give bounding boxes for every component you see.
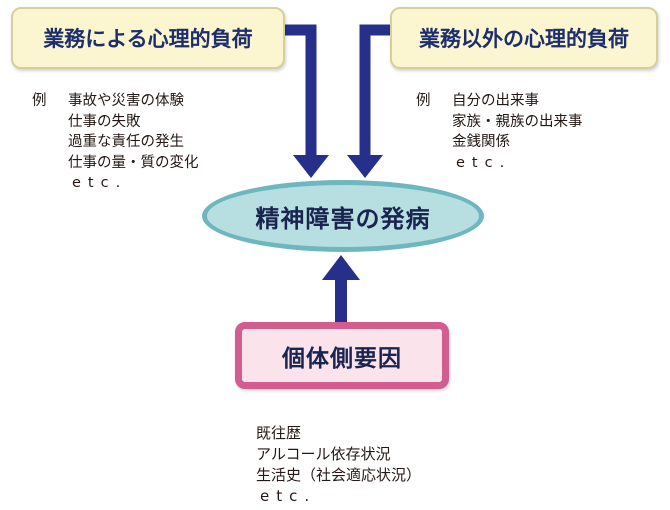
arrow-individual-to-outcome	[322, 255, 360, 324]
arrow-work-to-outcome	[285, 24, 329, 178]
list-item: 自分の出来事	[452, 93, 539, 109]
list-item: 金銭関係	[452, 134, 510, 150]
nonwork-example-prefix: 例	[416, 93, 431, 109]
arrow-nonwork-to-outcome	[347, 24, 392, 178]
nonwork-load-title: 業務以外の心理的負荷	[419, 27, 629, 51]
work-load-box: 業務による心理的負荷	[11, 7, 285, 69]
nonwork-etc: etc.	[456, 154, 512, 171]
list-item: 過重な責任の発生	[68, 134, 184, 150]
work-load-title: 業務による心理的負荷	[43, 27, 253, 51]
list-item: アルコール依存状況	[256, 445, 391, 463]
individual-etc: etc.	[260, 487, 317, 505]
mental-disorder-onset-ellipse: 精神障害の発病	[202, 180, 484, 252]
list-item: 家族・親族の出来事	[452, 113, 583, 130]
nonwork-load-box: 業務以外の心理的負荷	[390, 7, 658, 69]
list-item: 仕事の量・質の変化	[68, 154, 199, 171]
work-etc: etc.	[72, 175, 128, 191]
individual-factor-box: 個体側要因	[235, 322, 449, 389]
work-examples-list: 例 事故や災害の体験 仕事の失敗 過重な責任の発生 仕事の量・質の変化 etc.	[32, 91, 199, 194]
individual-examples-list: 既往歴 アルコール依存状況 生活史（社会適応状況） etc.	[256, 423, 421, 507]
nonwork-examples-list: 例 自分の出来事 家族・親族の出来事 金銭関係 etc.	[416, 91, 583, 173]
work-example-prefix: 例	[32, 93, 47, 109]
list-item: 既往歴	[256, 424, 302, 442]
list-item: 仕事の失敗	[68, 113, 141, 130]
list-item: 生活史（社会適応状況）	[256, 466, 422, 484]
mental-disorder-onset-label: 精神障害の発病	[255, 204, 431, 233]
list-item: 事故や災害の体験	[68, 93, 184, 109]
individual-factor-label: 個体側要因	[282, 345, 402, 372]
